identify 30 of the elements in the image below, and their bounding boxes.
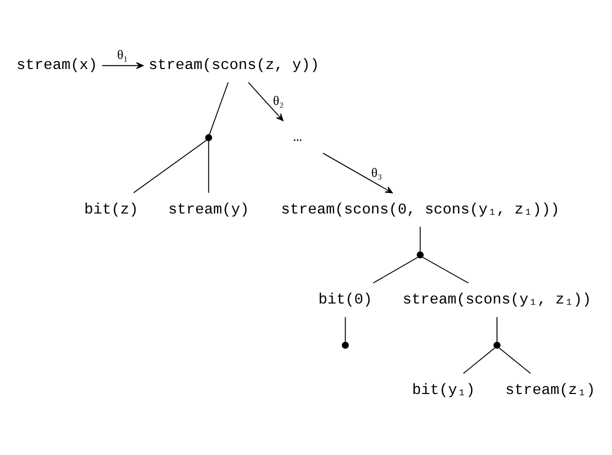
node-text: stream(scons(z, y)) bbox=[148, 58, 320, 74]
node-text: stream(z₁) bbox=[505, 382, 596, 398]
connector bbox=[422, 256, 469, 283]
node-text: stream(x) bbox=[16, 58, 98, 74]
node-circle bbox=[416, 250, 424, 258]
node-circle bbox=[342, 341, 349, 348]
node-text: stream(scons(0, scons(y₁, z₁))) bbox=[280, 202, 560, 218]
edge-label: θ₁ bbox=[117, 46, 128, 62]
connector bbox=[344, 316, 346, 342]
arrow bbox=[248, 82, 284, 121]
connector bbox=[209, 82, 229, 134]
node-text: bit(z) bbox=[84, 202, 138, 218]
node-text: … bbox=[293, 130, 302, 146]
connector bbox=[420, 226, 421, 252]
connector bbox=[498, 347, 531, 374]
node-text: stream(y) bbox=[168, 202, 250, 218]
connector bbox=[462, 347, 496, 374]
edge-label: θ₂ bbox=[272, 92, 284, 108]
node-text: stream(scons(y₁, z₁)) bbox=[402, 292, 592, 308]
connector bbox=[133, 139, 208, 193]
arrow bbox=[102, 62, 144, 69]
node-text: bit(y₁) bbox=[412, 382, 476, 398]
edge-label: θ₃ bbox=[371, 164, 382, 180]
node-circle bbox=[493, 341, 500, 348]
arrow bbox=[322, 152, 393, 193]
node-circle bbox=[205, 134, 212, 141]
connector bbox=[496, 316, 498, 342]
connector bbox=[372, 256, 419, 283]
node-text: bit(0) bbox=[318, 292, 372, 308]
connector bbox=[208, 140, 210, 193]
